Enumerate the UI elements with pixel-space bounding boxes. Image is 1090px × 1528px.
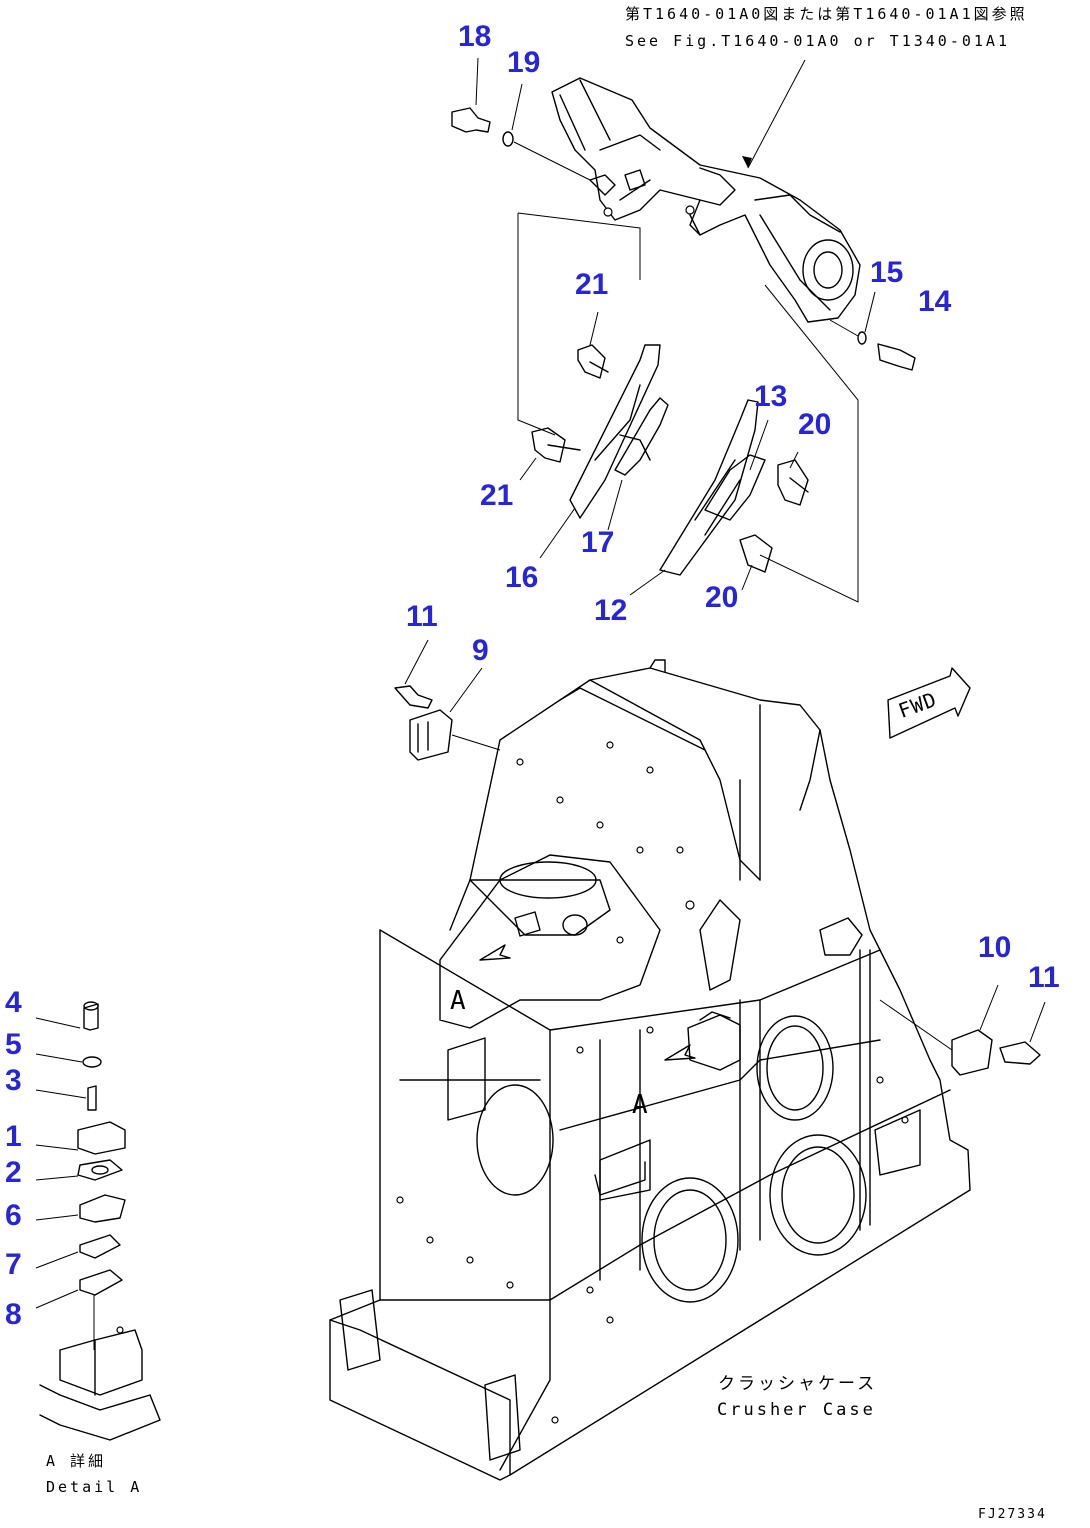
callout-5: 5 — [5, 1028, 22, 1061]
bracket-10 — [951, 1029, 993, 1076]
lever-17 — [614, 397, 669, 476]
bolt-14 — [877, 343, 916, 371]
bracket-13 — [704, 454, 766, 521]
callout-17: 17 — [581, 526, 615, 559]
callout-11-upper: 11 — [406, 600, 438, 633]
clip-21-lower — [531, 427, 581, 463]
crusher-case-frame — [329, 659, 971, 1481]
lever-12 — [659, 399, 759, 576]
bracket-9 — [409, 709, 453, 761]
washer-15 — [857, 331, 867, 345]
callout-18: 18 — [458, 20, 492, 53]
bolt-holes — [396, 741, 909, 1424]
detail-caption-jp: A 詳細 — [46, 1452, 107, 1470]
bolt-11-lower — [999, 1041, 1041, 1065]
callout-20-lower: 20 — [705, 581, 739, 614]
detail-mark-a-lower: A — [632, 1090, 648, 1120]
detail-mark-a-upper: A — [450, 986, 466, 1016]
drawing-code: FJ27334 — [978, 1507, 1047, 1522]
detail-caption-en: Detail A — [46, 1478, 143, 1496]
callout-21-upper: 21 — [575, 268, 609, 301]
callout-4: 4 — [5, 986, 22, 1019]
callout-21-lower: 21 — [480, 479, 514, 512]
callout-3: 3 — [5, 1064, 22, 1097]
crusher-case-label-en: Crusher Case — [717, 1400, 876, 1420]
reference-note-jp: 第T1640-01A0図または第T1640-01A1図参照 — [625, 5, 1028, 23]
detail-a-stack — [35, 1001, 161, 1441]
callout-10: 10 — [978, 931, 1012, 964]
callout-2: 2 — [5, 1156, 22, 1189]
bolt-18 — [451, 107, 491, 133]
lever-16 — [569, 344, 661, 519]
clip-20-lower — [739, 534, 773, 573]
callout-15: 15 — [870, 256, 904, 289]
forward-arrow-icon — [887, 667, 971, 739]
bolt-11-upper — [394, 685, 433, 709]
callout-12: 12 — [594, 594, 628, 627]
callout-20-upper: 20 — [798, 408, 832, 441]
crusher-case-label-jp: クラッシャケース — [718, 1374, 878, 1394]
callout-14: 14 — [918, 285, 952, 318]
washer-19 — [502, 131, 514, 147]
callout-7: 7 — [5, 1248, 22, 1281]
cross-tube-assembly — [551, 77, 861, 323]
callout-9: 9 — [472, 634, 489, 667]
clip-21-upper — [577, 344, 609, 379]
clip-20-upper — [777, 459, 809, 506]
callout-16: 16 — [505, 561, 539, 594]
callout-1: 1 — [5, 1120, 22, 1153]
callout-11-lower: 11 — [1028, 961, 1060, 994]
callout-8: 8 — [5, 1298, 22, 1331]
callout-19: 19 — [507, 46, 541, 79]
callout-13: 13 — [754, 380, 788, 413]
reference-note-en: See Fig.T1640-01A0 or T1340-01A1 — [625, 32, 1010, 50]
callout-6: 6 — [5, 1199, 22, 1232]
